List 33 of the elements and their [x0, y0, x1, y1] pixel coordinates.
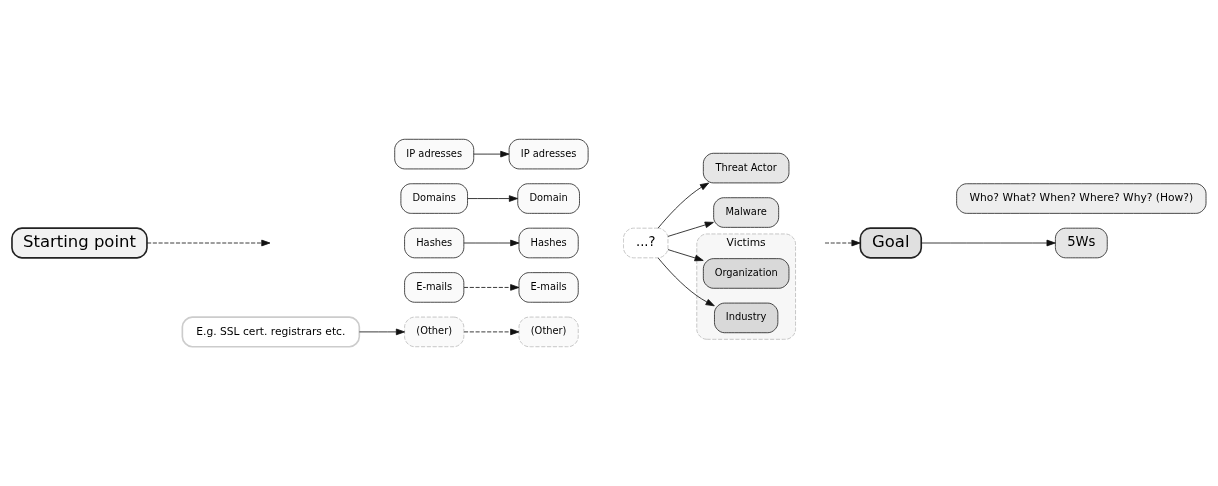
node-box: ...?	[623, 227, 669, 259]
arrow	[667, 221, 714, 237]
node-box: Hashes	[404, 227, 465, 259]
node-box: Malware	[713, 197, 780, 228]
arrow	[463, 328, 520, 336]
arrow	[146, 239, 271, 247]
node-box: (Other)	[518, 316, 579, 348]
arrow	[657, 257, 715, 307]
arrow	[473, 150, 510, 158]
arrow	[667, 249, 704, 262]
arrow	[657, 182, 710, 229]
arrow	[824, 239, 861, 247]
arrow	[467, 195, 518, 202]
node-box: IP adresses	[394, 138, 475, 170]
node-box: Industry	[714, 302, 779, 334]
node-box: IP adresses	[508, 138, 589, 170]
node-box: Who? What? When? Where? Why? (How?)	[956, 183, 1207, 214]
node-box: 5Ws	[1055, 227, 1108, 259]
node-box: E-mails	[404, 272, 465, 303]
arrow	[463, 239, 520, 247]
node-box: (Other)	[404, 316, 465, 348]
node-box: Hashes	[518, 227, 579, 259]
node-box: E.g. SSL cert. registrars etc.	[181, 316, 361, 348]
node-box: Goal	[859, 227, 923, 259]
arrow	[463, 284, 520, 291]
node-box: Threat Actor	[702, 152, 790, 184]
arrow	[358, 328, 405, 336]
node-box: Domains	[400, 183, 468, 214]
node-box: Organization	[702, 258, 790, 289]
node-box: Starting point	[11, 227, 148, 259]
node-box: E-mails	[518, 272, 579, 303]
node-box: Domain	[517, 183, 580, 214]
arrow	[920, 239, 1056, 247]
